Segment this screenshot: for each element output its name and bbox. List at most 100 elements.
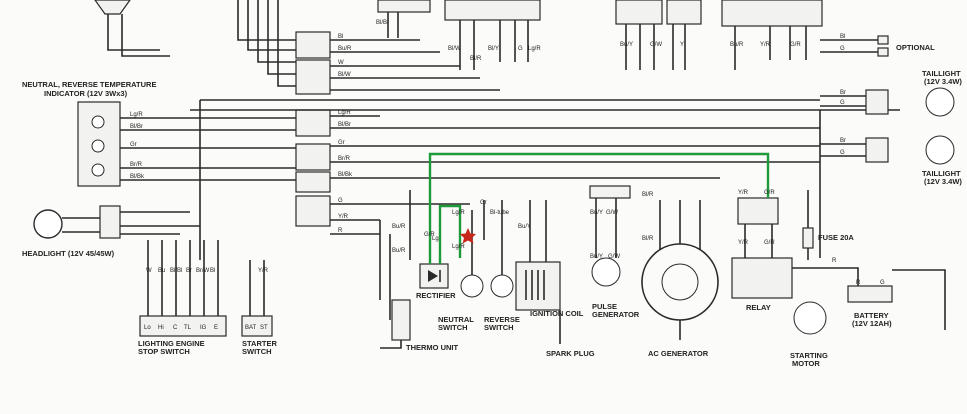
marker-star-icon	[460, 228, 476, 244]
svg-text:Bl/Bk: Bl/Bk	[130, 174, 145, 180]
svg-text:IG: IG	[200, 325, 207, 331]
svg-text:W: W	[146, 268, 152, 274]
indicator-panel	[77, 101, 121, 187]
svg-text:Y/R: Y/R	[738, 190, 749, 196]
battery-label: BATTERY	[854, 311, 889, 320]
svg-text:G/R: G/R	[764, 190, 775, 196]
svg-text:Y/R: Y/R	[738, 240, 749, 246]
svg-text:Gr: Gr	[130, 142, 137, 148]
lighting-switch-label2: STOP SWITCH	[138, 347, 190, 356]
svg-text:Bl: Bl	[210, 268, 215, 274]
svg-text:R: R	[338, 228, 343, 234]
svg-text:Hi: Hi	[158, 325, 164, 331]
svg-text:Bl/Y: Bl/Y	[488, 46, 499, 52]
indicator-sublabel: INDICATOR (12V 3Wx3)	[44, 89, 128, 98]
pulse-gen-label2: GENERATOR	[592, 310, 640, 319]
reverse-switch-label: REVERSE	[484, 315, 520, 324]
starter-switch-label: STARTER	[242, 339, 277, 348]
highlighted-branch	[438, 204, 462, 264]
svg-text:Bu/R: Bu/R	[338, 46, 352, 52]
ignition-coil-label: IGNITION COIL	[530, 309, 584, 318]
svg-text:Y/R: Y/R	[760, 42, 771, 48]
neutral-switch-label2: SWITCH	[438, 323, 468, 332]
svg-text:Lg/R: Lg/R	[452, 244, 465, 250]
top-wire-bundle	[107, 0, 807, 87]
ac-generator-label: AC GENERATOR	[648, 349, 709, 358]
indicator-label: NEUTRAL, REVERSE TEMPERATURE	[22, 80, 156, 89]
rear-lights	[820, 35, 955, 165]
svg-text:C: C	[173, 325, 178, 331]
bi-tube-label: Bl-tube	[490, 210, 510, 216]
svg-text:Bu: Bu	[158, 268, 165, 274]
wire-color-labels: Bl Bu/R W Bl/W Lg/R Bl/Br Gr Br/R Bl/Bk …	[130, 20, 885, 286]
starting-motor-label2: MOTOR	[792, 359, 820, 368]
svg-text:Gr: Gr	[480, 200, 487, 206]
svg-text:Y/R: Y/R	[338, 214, 349, 220]
svg-text:Bu/R: Bu/R	[392, 224, 406, 230]
ignition-and-pulse	[515, 185, 631, 344]
svg-text:Bu/Y: Bu/Y	[590, 210, 603, 216]
fuse-label: FUSE 20A	[818, 233, 854, 242]
svg-text:Lg/R: Lg/R	[338, 110, 351, 116]
taillight2-sublabel: (12V 3.4W)	[924, 177, 962, 186]
spark-plug-label: SPARK PLUG	[546, 349, 595, 358]
svg-text:Lo: Lo	[144, 325, 151, 331]
svg-text:Lg/R: Lg/R	[452, 210, 465, 216]
svg-text:G/R: G/R	[790, 42, 801, 48]
svg-text:G/W: G/W	[608, 254, 620, 260]
thermo-label: THERMO UNIT	[406, 343, 458, 352]
svg-text:Bl: Bl	[338, 34, 343, 40]
svg-text:G: G	[840, 100, 845, 106]
switch-wires	[139, 240, 273, 337]
headlight-label: HEADLIGHT (12V 45/45W)	[22, 249, 115, 258]
svg-text:ST: ST	[260, 325, 268, 331]
battery-sublabel: (12V 12AH)	[852, 319, 892, 328]
svg-text:R: R	[832, 258, 837, 264]
svg-text:R: R	[856, 280, 861, 286]
svg-text:Bu/Y: Bu/Y	[590, 254, 603, 260]
svg-text:G: G	[518, 46, 523, 52]
svg-text:Br: Br	[840, 90, 846, 96]
svg-text:Bl/Bl: Bl/Bl	[170, 268, 182, 274]
svg-text:Br: Br	[840, 138, 846, 144]
svg-text:Bl/W: Bl/W	[448, 46, 461, 52]
svg-text:G/W: G/W	[606, 210, 618, 216]
svg-text:Bl: Bl	[840, 34, 845, 40]
taillight2-label: TAILLIGHT	[922, 169, 961, 178]
svg-text:Bl/W: Bl/W	[338, 72, 351, 78]
svg-text:Br/R: Br/R	[338, 156, 351, 162]
svg-text:BAT: BAT	[245, 325, 257, 331]
svg-text:Y: Y	[680, 42, 684, 48]
lower-components	[380, 200, 514, 349]
svg-text:Bl/R: Bl/R	[470, 56, 482, 62]
headlight	[33, 205, 200, 239]
svg-text:G/R: G/R	[764, 240, 775, 246]
svg-text:Br/W: Br/W	[196, 268, 210, 274]
svg-text:Bu/R: Bu/R	[730, 42, 744, 48]
switch-terminals: Lo Hi C TL IG E BAT ST	[144, 325, 268, 331]
ac-generator	[641, 200, 719, 340]
svg-text:Bu/Y: Bu/Y	[518, 224, 531, 230]
reverse-switch-label2: SWITCH	[484, 323, 514, 332]
svg-text:Bl/Bk: Bl/Bk	[338, 172, 353, 178]
svg-text:Bu/Y: Bu/Y	[620, 42, 633, 48]
svg-text:G/W: G/W	[650, 42, 662, 48]
power-section	[731, 110, 946, 335]
svg-text:Bu/R: Bu/R	[392, 248, 406, 254]
svg-text:G/R: G/R	[424, 232, 435, 238]
neutral-switch-label: NEUTRAL	[438, 315, 474, 324]
svg-text:Gr: Gr	[338, 140, 345, 146]
optional-label: OPTIONAL	[896, 43, 935, 52]
svg-text:Bl/Br: Bl/Br	[376, 20, 389, 26]
taillight1-label: TAILLIGHT	[922, 69, 961, 78]
svg-text:Lg/R: Lg/R	[528, 46, 541, 52]
main-bundle	[120, 39, 900, 320]
svg-text:G: G	[338, 198, 343, 204]
starter-switch-label2: SWITCH	[242, 347, 272, 356]
svg-text:Bl/Br: Bl/Br	[130, 124, 143, 130]
svg-text:Lg/R: Lg/R	[130, 112, 143, 118]
central-connectors	[295, 31, 331, 227]
svg-text:Y/R: Y/R	[258, 268, 269, 274]
svg-text:E: E	[214, 325, 218, 331]
